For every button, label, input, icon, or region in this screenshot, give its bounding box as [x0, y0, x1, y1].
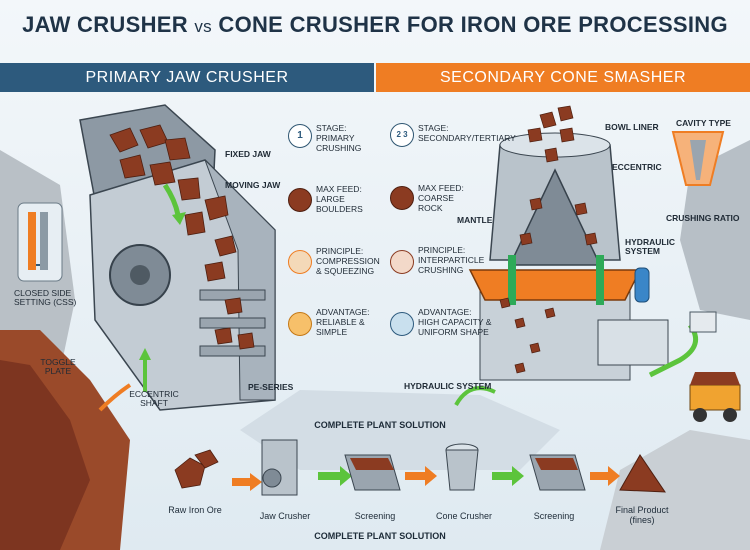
moving-jaw-label: MOVING JAW [225, 180, 281, 190]
conveyor-icon [390, 312, 414, 336]
secondary-cone-header: SECONDARY CONE SMASHER [376, 63, 750, 92]
flow-label-cone-crusher: Cone Crusher [435, 511, 493, 521]
hydraulic-tank [634, 267, 650, 303]
flow-arrow-3 [405, 466, 437, 486]
title-part2: CONE CRUSHER FOR IRON ORE PROCESSING [218, 12, 728, 37]
cone-info-advantage: ADVANTAGE: HIGH CAPACITY & UNIFORM SHAPE [418, 307, 492, 337]
hydraulic-flow-arrow [454, 386, 496, 407]
compression-icon [288, 250, 312, 274]
title-vs: vs [194, 17, 212, 36]
pe-series-label: PE-SERIES [248, 382, 294, 392]
jaw-info-feed: MAX FEED: LARGE BOULDERS [316, 184, 363, 214]
cone-info-feed: MAX FEED: COARSE ROCK [418, 183, 464, 213]
primary-jaw-header: PRIMARY JAW CRUSHER [0, 63, 374, 92]
hydraulic-label: HYDRAULIC SYSTEM [625, 237, 676, 257]
jaw-info-stage: STAGE: PRIMARY CRUSHING [316, 123, 362, 153]
fines-pile-icon [619, 454, 666, 493]
jaw-ore-rocks [109, 124, 255, 350]
toggle-plate-arrow [98, 383, 132, 412]
plant-floor [240, 390, 560, 470]
flow-label-final-product: Final Product (fines) [615, 505, 669, 525]
jaw-info-advantage: ADVANTAGE: RELIABLE & SIMPLE [316, 307, 370, 337]
title-part1: JAW CRUSHER [22, 12, 188, 37]
boulder-icon [288, 188, 312, 212]
coarse-rock-icon [390, 186, 414, 210]
cone-info-principle: PRINCIPLE: INTERPARTICLE CRUSHING [418, 245, 485, 275]
stage-icon-secondary: 2 3 [390, 123, 414, 147]
flow-label-raw-ore: Raw Iron Ore [168, 505, 222, 515]
plant-solution-bottom: COMPLETE PLANT SOLUTION [314, 531, 446, 541]
mantle [508, 168, 602, 266]
dump-truck [689, 384, 741, 411]
flow-arrow-1 [232, 473, 262, 491]
css-label: CLOSED SIDE SETTING (CSS) [14, 288, 77, 308]
plant-solution-top: COMPLETE PLANT SOLUTION [314, 420, 446, 430]
flow-label-jaw-crusher: Jaw Crusher [259, 511, 311, 521]
stage-icon: 1 [288, 124, 312, 148]
jaw-info-principle: PRINCIPLE: COMPRESSION & SQUEEZING [316, 246, 380, 276]
cavity-type-label: CAVITY TYPE [676, 118, 731, 128]
eccentric-label: ECCENTRIC [612, 162, 662, 172]
crushing-ratio-label: CRUSHING RATIO [666, 213, 740, 223]
gear-icon [288, 312, 312, 336]
page-title: JAW CRUSHER vs CONE CRUSHER FOR IRON ORE… [0, 12, 750, 38]
hydraulic-system-label: HYDRAULIC SYSTEM [404, 381, 492, 391]
cone-crusher-icon [445, 449, 479, 491]
cone-ore-rocks [499, 105, 598, 374]
moving-jaw-arrow [162, 183, 181, 216]
toggle-plate-label: TOGGLE PLATE [40, 357, 76, 377]
control-box [689, 311, 717, 333]
bowl-liner-label: BOWL LINER [605, 122, 659, 132]
flow-arrow-4 [492, 466, 524, 486]
eccentric-shaft-label: ECCENTRIC SHAFT [129, 389, 179, 409]
interparticle-icon [390, 250, 414, 274]
cone-info-stage: STAGE: SECONDARY/TERTIARY [418, 123, 516, 143]
flow-label-screening-2: Screening [533, 511, 575, 521]
raw-ore-icon [174, 449, 219, 489]
flow-label-screening-1: Screening [354, 511, 396, 521]
fixed-jaw-label: FIXED JAW [225, 149, 271, 159]
flow-arrow-2 [318, 466, 352, 486]
jaw-crusher-icon [261, 439, 298, 496]
mantle-label: MANTLE [457, 215, 493, 225]
flow-arrow-5 [590, 466, 620, 486]
